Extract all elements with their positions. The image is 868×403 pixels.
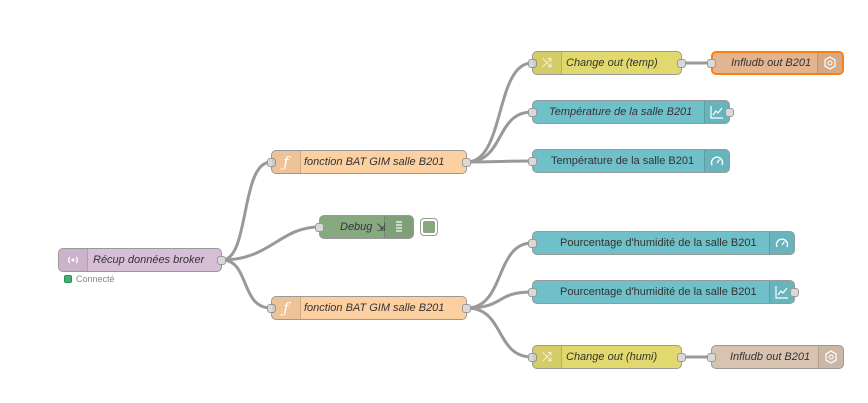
node-label: Debug ⇲ — [340, 216, 386, 238]
node-change-humidity[interactable]: ⤨ Change out (humi) — [528, 345, 686, 369]
node-label: Pourcentage d'humidité de la salle B201 — [560, 237, 757, 249]
mqtt-broadcast-icon — [59, 249, 88, 271]
node-gauge-temp[interactable]: Température de la salle B201 — [528, 149, 730, 173]
input-port[interactable] — [528, 288, 537, 297]
node-influx-temp[interactable]: Infludb out B201 — [707, 51, 844, 75]
wire-fn1-to-change1 — [466, 61, 533, 164]
node-chart-temp[interactable]: Température de la salle B201 — [528, 100, 734, 124]
chart-icon — [704, 101, 729, 123]
input-port[interactable] — [267, 158, 276, 167]
input-port[interactable] — [528, 108, 537, 117]
debug-list-icon — [384, 216, 413, 238]
node-chart-humidity[interactable]: Pourcentage d'humidité de la salle B201 — [528, 280, 799, 304]
node-label: Température de la salle B201 — [549, 106, 693, 118]
output-port[interactable] — [677, 353, 686, 362]
input-port[interactable] — [528, 59, 537, 68]
input-port[interactable] — [528, 353, 537, 362]
node-label: fonction BAT GIM salle B201 — [304, 156, 445, 168]
gauge-icon — [704, 150, 729, 172]
gauge-icon — [769, 232, 794, 254]
node-label: Température de la salle B201 — [551, 155, 695, 167]
function-icon: ƒ — [272, 297, 301, 319]
node-influx-humidity[interactable]: Infludb out B201 — [707, 345, 844, 369]
database-icon — [818, 346, 843, 368]
node-label: Récup données broker — [93, 254, 205, 266]
input-port[interactable] — [315, 223, 324, 232]
node-function-2[interactable]: ƒ fonction BAT GIM salle B201 — [267, 296, 471, 320]
wire-mqtt-to-fn2 — [221, 258, 272, 310]
arrow-down-right-icon: ⇲ — [376, 221, 386, 234]
chart-icon — [769, 281, 794, 303]
output-port[interactable] — [790, 288, 799, 297]
wire-mqtt-to-debug — [221, 225, 320, 262]
node-label: Pourcentage d'humidité de la salle B201 — [560, 286, 757, 298]
node-label: fonction BAT GIM salle B201 — [304, 302, 445, 314]
node-gauge-humidity[interactable]: Pourcentage d'humidité de la salle B201 — [528, 231, 795, 255]
database-icon — [817, 53, 842, 73]
input-port[interactable] — [267, 304, 276, 313]
input-port[interactable] — [528, 239, 537, 248]
status-connected-icon — [64, 275, 72, 283]
output-port[interactable] — [677, 59, 686, 68]
wire-fn1-to-gauge-temp — [466, 159, 533, 164]
node-debug[interactable]: Debug ⇲ — [315, 215, 414, 239]
wire-fn1-to-chart-temp — [466, 110, 533, 164]
node-label: Infludb out B201 — [730, 351, 811, 363]
input-port[interactable] — [707, 59, 716, 68]
node-label: Change out (humi) — [566, 351, 658, 363]
debug-toggle-button[interactable] — [420, 218, 438, 236]
output-port[interactable] — [462, 158, 471, 167]
shuffle-icon: ⤨ — [533, 346, 562, 368]
debug-label-text: Debug — [340, 221, 373, 233]
status-text: Connecté — [76, 274, 115, 284]
wire-fn2-to-change2 — [466, 306, 533, 359]
node-status: Connecté — [64, 274, 115, 284]
wire-mqtt-to-fn1 — [221, 160, 272, 262]
node-function-1[interactable]: ƒ fonction BAT GIM salle B201 — [267, 150, 471, 174]
input-port[interactable] — [528, 157, 537, 166]
node-label: Change out (temp) — [566, 57, 658, 69]
output-port[interactable] — [462, 304, 471, 313]
node-mqtt-in[interactable]: Récup données broker — [58, 248, 226, 272]
function-icon: ƒ — [272, 151, 301, 173]
input-port[interactable] — [707, 353, 716, 362]
output-port[interactable] — [725, 108, 734, 117]
wire-fn2-to-gauge-hum — [466, 241, 533, 310]
wire-fn2-to-chart-hum — [466, 290, 533, 310]
node-change-temp[interactable]: ⤨ Change out (temp) — [528, 51, 686, 75]
shuffle-icon: ⤨ — [533, 52, 562, 74]
node-label: Infludb out B201 — [731, 57, 812, 69]
output-port[interactable] — [217, 256, 226, 265]
